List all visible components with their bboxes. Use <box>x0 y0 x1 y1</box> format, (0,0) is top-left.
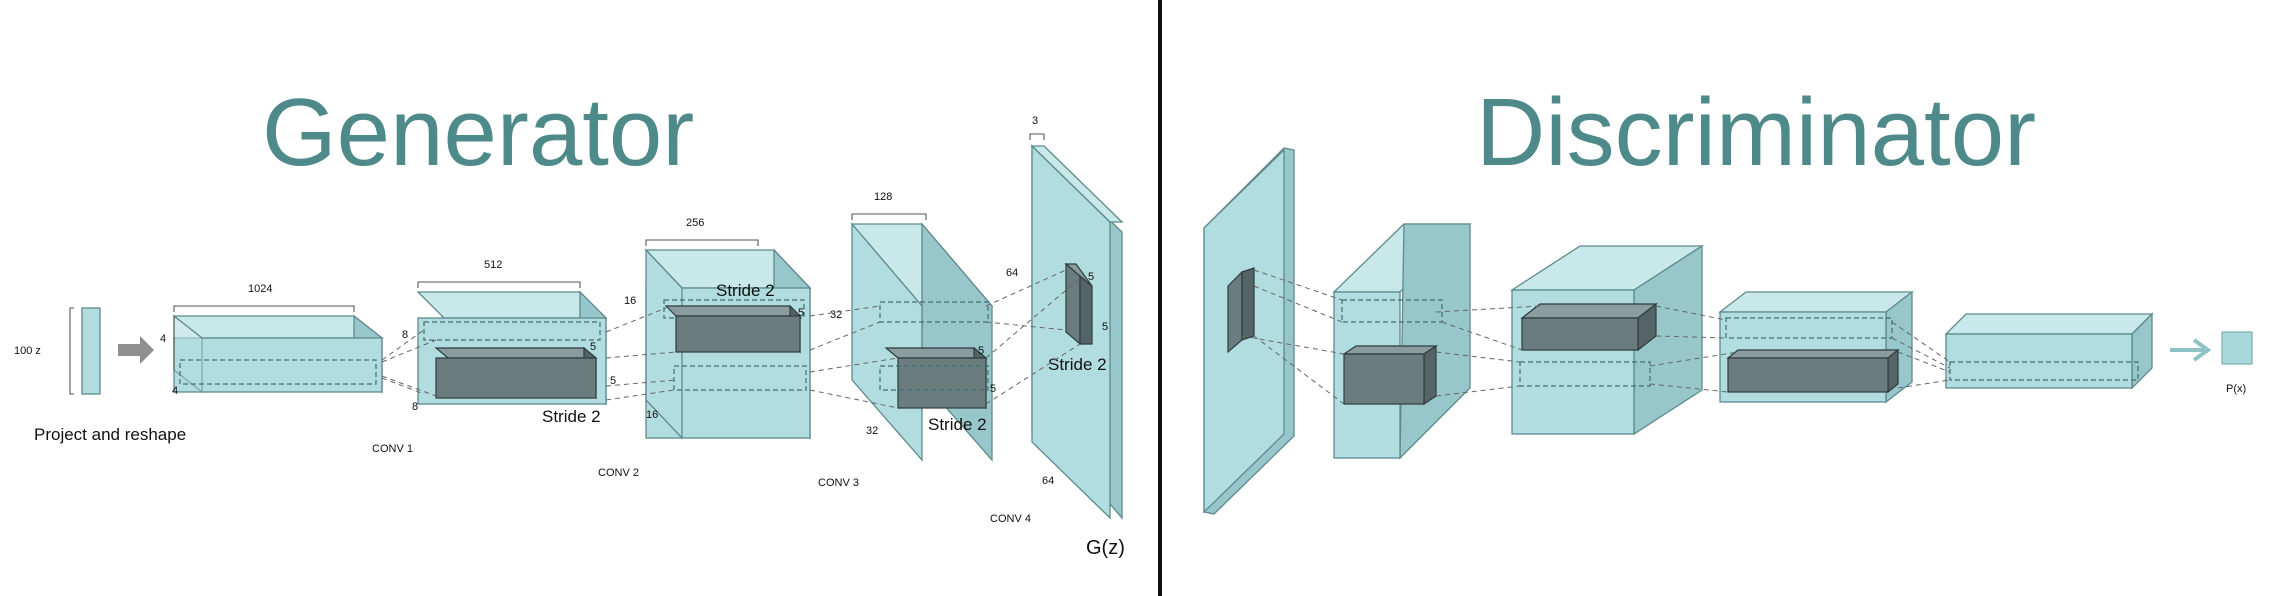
block-16x16x256 <box>644 248 812 440</box>
dim-8-height: 8 <box>402 329 408 341</box>
kernel-block4 <box>884 346 988 410</box>
input-z-vector <box>69 307 101 395</box>
dim-bracket <box>173 305 355 312</box>
dim-32-height: 32 <box>830 309 842 321</box>
dim-512: 512 <box>484 259 502 271</box>
output-gz-label: G(z) <box>1086 537 1125 559</box>
disc-kernel-4 <box>1726 348 1900 394</box>
kernel-size-5: 5 <box>610 375 616 387</box>
dim-3: 3 <box>1032 115 1038 127</box>
layer-conv2: CONV 2 <box>598 467 639 479</box>
dim-bracket <box>645 239 759 246</box>
dim-16-width: 16 <box>646 409 658 421</box>
stride-label-4: Stride 2 <box>1048 355 1107 374</box>
disc-block-4 <box>1944 312 2154 390</box>
dim-bracket <box>851 213 927 220</box>
dim-128: 128 <box>874 191 892 203</box>
disc-kernel-2 <box>1342 344 1438 406</box>
block-64x64x3-output <box>1030 144 1124 520</box>
dim-8-width: 8 <box>412 401 418 413</box>
dim-32-width: 32 <box>866 425 878 437</box>
stride-label-2: Stride 2 <box>716 281 775 300</box>
discriminator-connectors <box>1241 269 1951 405</box>
dim-1024: 1024 <box>248 283 272 295</box>
discriminator-title: Discriminator <box>1476 79 2036 186</box>
generator-title: Generator <box>262 79 694 186</box>
dim-16-height: 16 <box>624 295 636 307</box>
kernel-size-5: 5 <box>798 307 804 319</box>
disc-kernel-3 <box>1520 302 1658 352</box>
block-4x4x1024 <box>172 314 384 394</box>
disc-block-1 <box>1332 223 1472 460</box>
dim-4-height: 4 <box>160 333 166 345</box>
dim-64-height: 64 <box>1006 267 1018 279</box>
dim-bracket <box>417 281 581 288</box>
kernel-size-5: 5 <box>1102 321 1108 333</box>
disc-input-image <box>1203 147 1295 515</box>
dim-256: 256 <box>686 217 704 229</box>
layer-conv1: CONV 1 <box>372 443 413 455</box>
stride-label-1: Stride 2 <box>542 407 601 426</box>
kernel-block3 <box>664 304 802 354</box>
dim-bracket <box>1029 133 1045 140</box>
kernel-size-5: 5 <box>990 383 996 395</box>
output-arrow-icon <box>2170 338 2212 362</box>
kernel-size-5: 5 <box>978 345 984 357</box>
probability-box <box>2221 331 2253 365</box>
disc-block-3 <box>1718 290 1914 404</box>
output-px-label: P(x) <box>2226 383 2246 395</box>
block-32x32x128 <box>850 222 994 462</box>
kernel-block5 <box>1064 262 1093 346</box>
block-8x8x512 <box>416 290 608 406</box>
input-z-label: 100 z <box>14 345 41 357</box>
kernel-size-5: 5 <box>1088 271 1094 283</box>
kernel-block2 <box>434 346 598 400</box>
disc-kernel-1 <box>1227 267 1255 354</box>
disc-block-2 <box>1509 244 1705 436</box>
project-arrow-icon <box>118 336 154 364</box>
kernel-size-5: 5 <box>590 341 596 353</box>
project-reshape-label: Project and reshape <box>34 425 186 444</box>
generator-connectors <box>381 269 1081 409</box>
stride-label-3: Stride 2 <box>928 415 987 434</box>
layer-conv4: CONV 4 <box>990 513 1031 525</box>
dim-4-width: 4 <box>172 385 178 397</box>
layer-conv3: CONV 3 <box>818 477 859 489</box>
dim-64-width: 64 <box>1042 475 1054 487</box>
